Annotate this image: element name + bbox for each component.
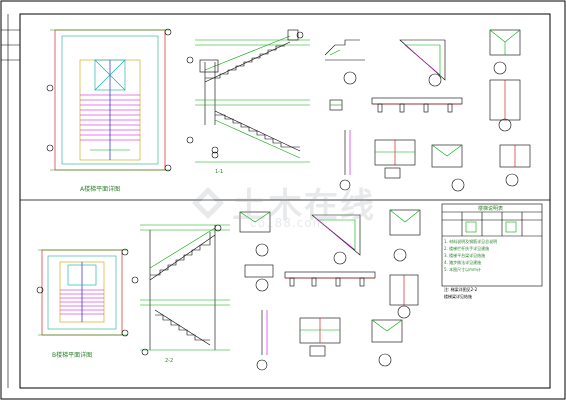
- svg-text:1-1: 1-1: [215, 169, 223, 175]
- details-bottom: [239, 209, 421, 371]
- plan-bottom-title: B楼梯平面详图: [52, 352, 93, 359]
- notes-line-2: 2. 楼梯栏杆扶手详见建施: [444, 246, 490, 251]
- notes-table: [441, 203, 543, 287]
- section-bottom: [131, 224, 230, 356]
- section-top: [186, 29, 310, 163]
- notes-footer-2: 楼梯梁详见结施: [444, 294, 472, 299]
- notes-line-3: 3. 楼梯平台梁详见结施: [444, 253, 486, 258]
- watermark-text: 土木在线: [232, 186, 376, 226]
- plan-top-title: A楼梯平面详图: [80, 186, 121, 193]
- notes-line-4: 4. 踏步做法详见建施: [444, 260, 482, 265]
- notes-line-1: 1. 材料说明及钢筋详见总说明: [444, 239, 498, 244]
- plan-top: [46, 28, 172, 172]
- svg-text:2-2: 2-2: [165, 358, 173, 364]
- watermark-logo-icon: [192, 186, 224, 219]
- notes-table-header: 楼梯说明表: [478, 206, 504, 212]
- watermark-url: co188.com: [250, 216, 326, 230]
- details-top: [324, 29, 531, 192]
- notes-line-5: 5. 本图尺寸以mm计: [444, 267, 481, 272]
- notes-footer-1: 注: 梯梁详图见2-2: [444, 287, 478, 292]
- inner-frame: [19, 13, 551, 389]
- watermark: 土木在线 co188.com: [190, 178, 376, 230]
- plan-bottom: [36, 248, 129, 337]
